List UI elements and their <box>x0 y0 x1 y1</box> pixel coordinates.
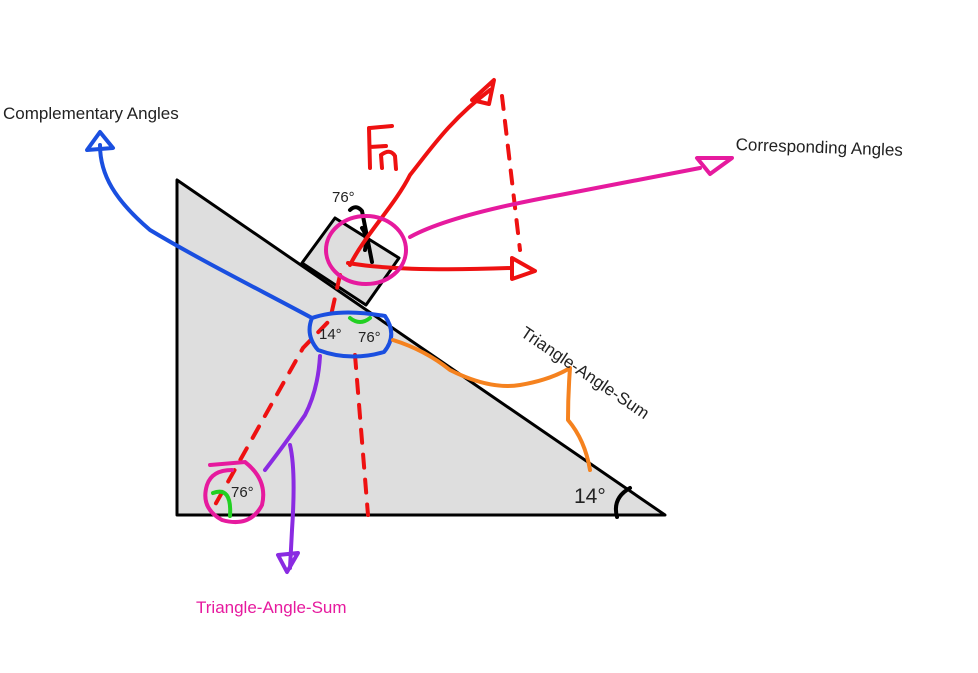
corresponding-arrow <box>408 166 702 239</box>
horizontal-force-arrow <box>346 261 512 272</box>
bottom-green-arc <box>211 489 233 518</box>
contact-angle-circle <box>307 310 394 359</box>
triangle-sum-orange-line <box>391 338 592 472</box>
angle-contact-left: 14° <box>319 326 342 343</box>
horizontal-arrowhead-icon <box>510 256 537 281</box>
purple-arrowhead-icon <box>276 551 300 574</box>
complementary-arrowhead-icon <box>85 130 115 152</box>
base-angle-arc <box>613 486 632 519</box>
dashed-normal-extension <box>213 273 342 507</box>
angle-incline-base: 14° <box>574 485 606 508</box>
incline-triangle <box>175 178 667 517</box>
normal-force-arrowhead-icon <box>470 78 496 106</box>
triangle-sum-bottom-label: Triangle-Angle-Sum <box>196 598 347 617</box>
angle-bottom-left: 76° <box>231 484 254 501</box>
bottom-angle-circle <box>203 459 266 525</box>
corresponding-arrowhead-icon <box>695 156 734 176</box>
triangle-sum-purple-line <box>263 354 322 570</box>
dashed-vertical-down <box>353 353 370 517</box>
normal-force-arrow <box>348 88 492 267</box>
complementary-angles-label: Complementary Angles <box>3 104 179 123</box>
complementary-arrow <box>98 143 314 320</box>
contact-green-arc <box>348 316 372 324</box>
angle-block-top: 76° <box>332 189 355 206</box>
angle-contact-right: 76° <box>358 329 381 346</box>
dashed-vertical-right <box>500 94 522 252</box>
fn-glyph <box>367 124 398 171</box>
top-angle-circle <box>324 214 408 286</box>
